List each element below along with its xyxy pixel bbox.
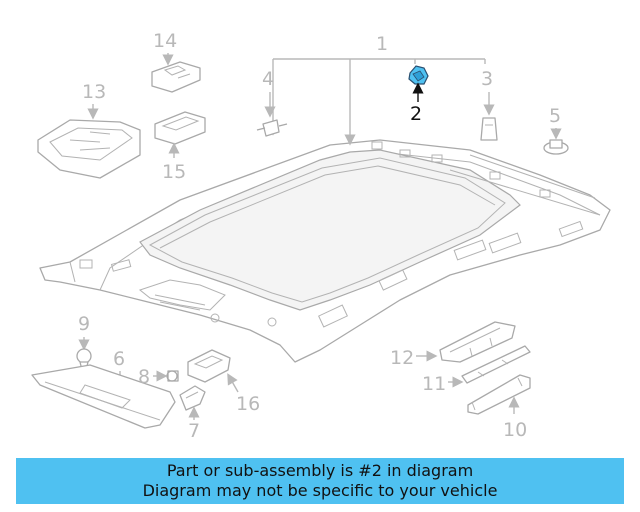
part-7-holder xyxy=(179,385,206,411)
part-12-bracket xyxy=(439,321,516,363)
callout-6: 6 xyxy=(113,348,125,370)
part-16-vanity-lamp xyxy=(187,349,231,383)
callout-1: 1 xyxy=(376,33,388,55)
callout-15: 15 xyxy=(162,161,186,183)
callout-5: 5 xyxy=(549,105,561,127)
callout-9: 9 xyxy=(78,313,90,335)
parts-diagram: 1 2 3 4 5 13 14 15 xyxy=(31,30,611,442)
callout-2: 2 xyxy=(410,103,422,125)
part-13-map-lamp xyxy=(37,119,141,179)
callout-3: 3 xyxy=(481,68,493,90)
part-6-sun-visor xyxy=(31,364,176,429)
callout-14: 14 xyxy=(153,30,177,52)
part-8-clip xyxy=(166,370,179,382)
callout-8: 8 xyxy=(138,366,150,388)
banner-line-1: Part or sub-assembly is #2 in diagram xyxy=(166,461,474,480)
part-14-switch xyxy=(151,61,201,93)
part-5-grommet xyxy=(543,139,569,155)
callout-4: 4 xyxy=(262,68,274,90)
part-4-clip xyxy=(256,119,288,137)
callout-12: 12 xyxy=(390,347,414,369)
part-15-lamp xyxy=(154,111,206,145)
leader-part-1 xyxy=(267,58,486,146)
part-2-clip[interactable] xyxy=(408,65,429,85)
callout-16: 16 xyxy=(236,393,260,415)
part-3-clip xyxy=(480,117,498,141)
callout-7: 7 xyxy=(188,420,200,442)
part-10-grab-handle xyxy=(467,374,531,415)
callout-11: 11 xyxy=(422,373,446,395)
callout-10: 10 xyxy=(503,419,527,441)
callout-13: 13 xyxy=(82,81,106,103)
banner-line-2: Diagram may not be specific to your vehi… xyxy=(142,481,498,500)
headliner-part xyxy=(39,139,611,363)
part-11-rail xyxy=(461,345,531,384)
info-banner: Part or sub-assembly is #2 in diagram Di… xyxy=(16,458,624,504)
